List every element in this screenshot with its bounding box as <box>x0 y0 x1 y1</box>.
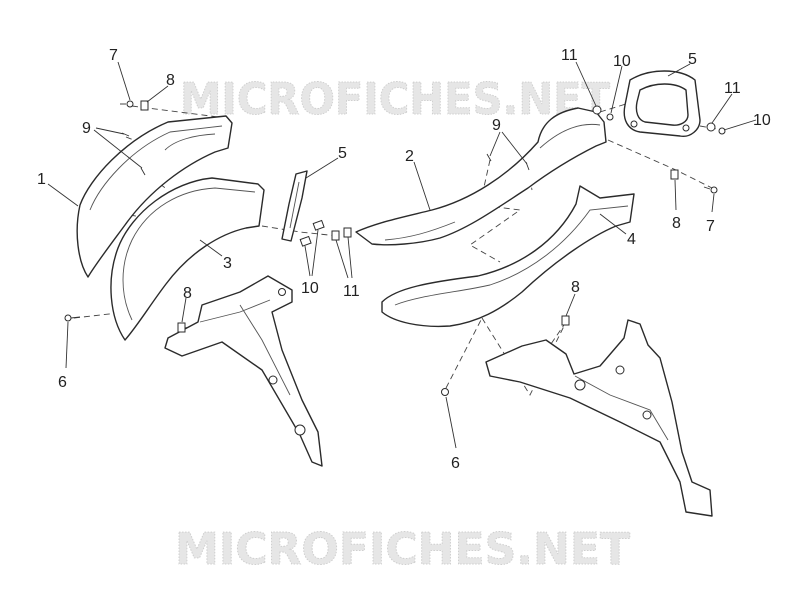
nut-11-right <box>706 122 716 132</box>
nut-10-right <box>718 127 726 135</box>
callout-7-left: 7 <box>109 47 118 64</box>
callout-4: 4 <box>627 231 636 248</box>
clip-8-bracket-left <box>177 322 186 333</box>
clip-8-bracket-right <box>561 315 570 326</box>
callout-8-bracket-left: 8 <box>183 285 192 302</box>
callout-5-center: 5 <box>338 145 347 162</box>
left-mounting-bracket <box>164 275 323 467</box>
watermark-bottom: MICROFICHES.NET <box>175 524 630 575</box>
callout-11-center: 11 <box>343 283 360 300</box>
screw-9-lower <box>140 167 146 176</box>
screw-6-left <box>64 314 81 322</box>
part-5-ring-frame <box>623 70 701 137</box>
watermark-top: MICROFICHES.NET <box>180 74 610 125</box>
clip-11-b <box>343 227 352 238</box>
right-mounting-bracket <box>485 319 713 517</box>
part-5-center-strip <box>281 170 308 242</box>
part-2-upper-right-duct <box>355 107 607 246</box>
part-3-middle-left-panel <box>110 177 265 341</box>
screw-6-right <box>441 388 449 396</box>
callout-1: 1 <box>37 171 46 188</box>
callout-10-right: 10 <box>753 112 771 129</box>
nut-11-upper <box>592 105 602 115</box>
callout-3: 3 <box>223 255 232 272</box>
clip-8-left <box>140 100 149 111</box>
callout-9-left: 9 <box>82 120 91 137</box>
callout-11-top: 11 <box>561 47 578 64</box>
callout-10-center: 10 <box>301 280 319 297</box>
callout-2: 2 <box>405 148 414 165</box>
clip-8-right <box>670 169 679 180</box>
fasteners <box>64 100 726 396</box>
callout-8-bracket-right: 8 <box>571 279 580 296</box>
callout-8-right: 8 <box>672 215 681 232</box>
part-4-middle-right-panel <box>381 185 635 328</box>
callout-11-right: 11 <box>724 80 741 97</box>
callout-9-right: 9 <box>492 117 501 134</box>
screw-9-right-a <box>486 153 492 162</box>
callout-labels: 7 8 9 1 5 2 9 11 10 5 11 10 3 10 11 8 6 … <box>37 47 771 472</box>
callout-5-right: 5 <box>688 51 697 68</box>
nut-10-upper <box>606 113 614 121</box>
spacer-10-b <box>312 219 325 231</box>
callout-7-right: 7 <box>706 218 715 235</box>
callout-6-left: 6 <box>58 374 67 391</box>
callout-8-left: 8 <box>166 72 175 89</box>
clip-11-a <box>331 230 340 241</box>
callout-6-right: 6 <box>451 455 460 472</box>
screw-7-left <box>120 100 134 108</box>
part-1-upper-left-panel <box>76 115 233 278</box>
spacer-10-a <box>299 235 312 247</box>
leader-lines <box>47 61 757 449</box>
callout-10-top: 10 <box>613 53 631 70</box>
screw-7-right <box>703 186 718 194</box>
